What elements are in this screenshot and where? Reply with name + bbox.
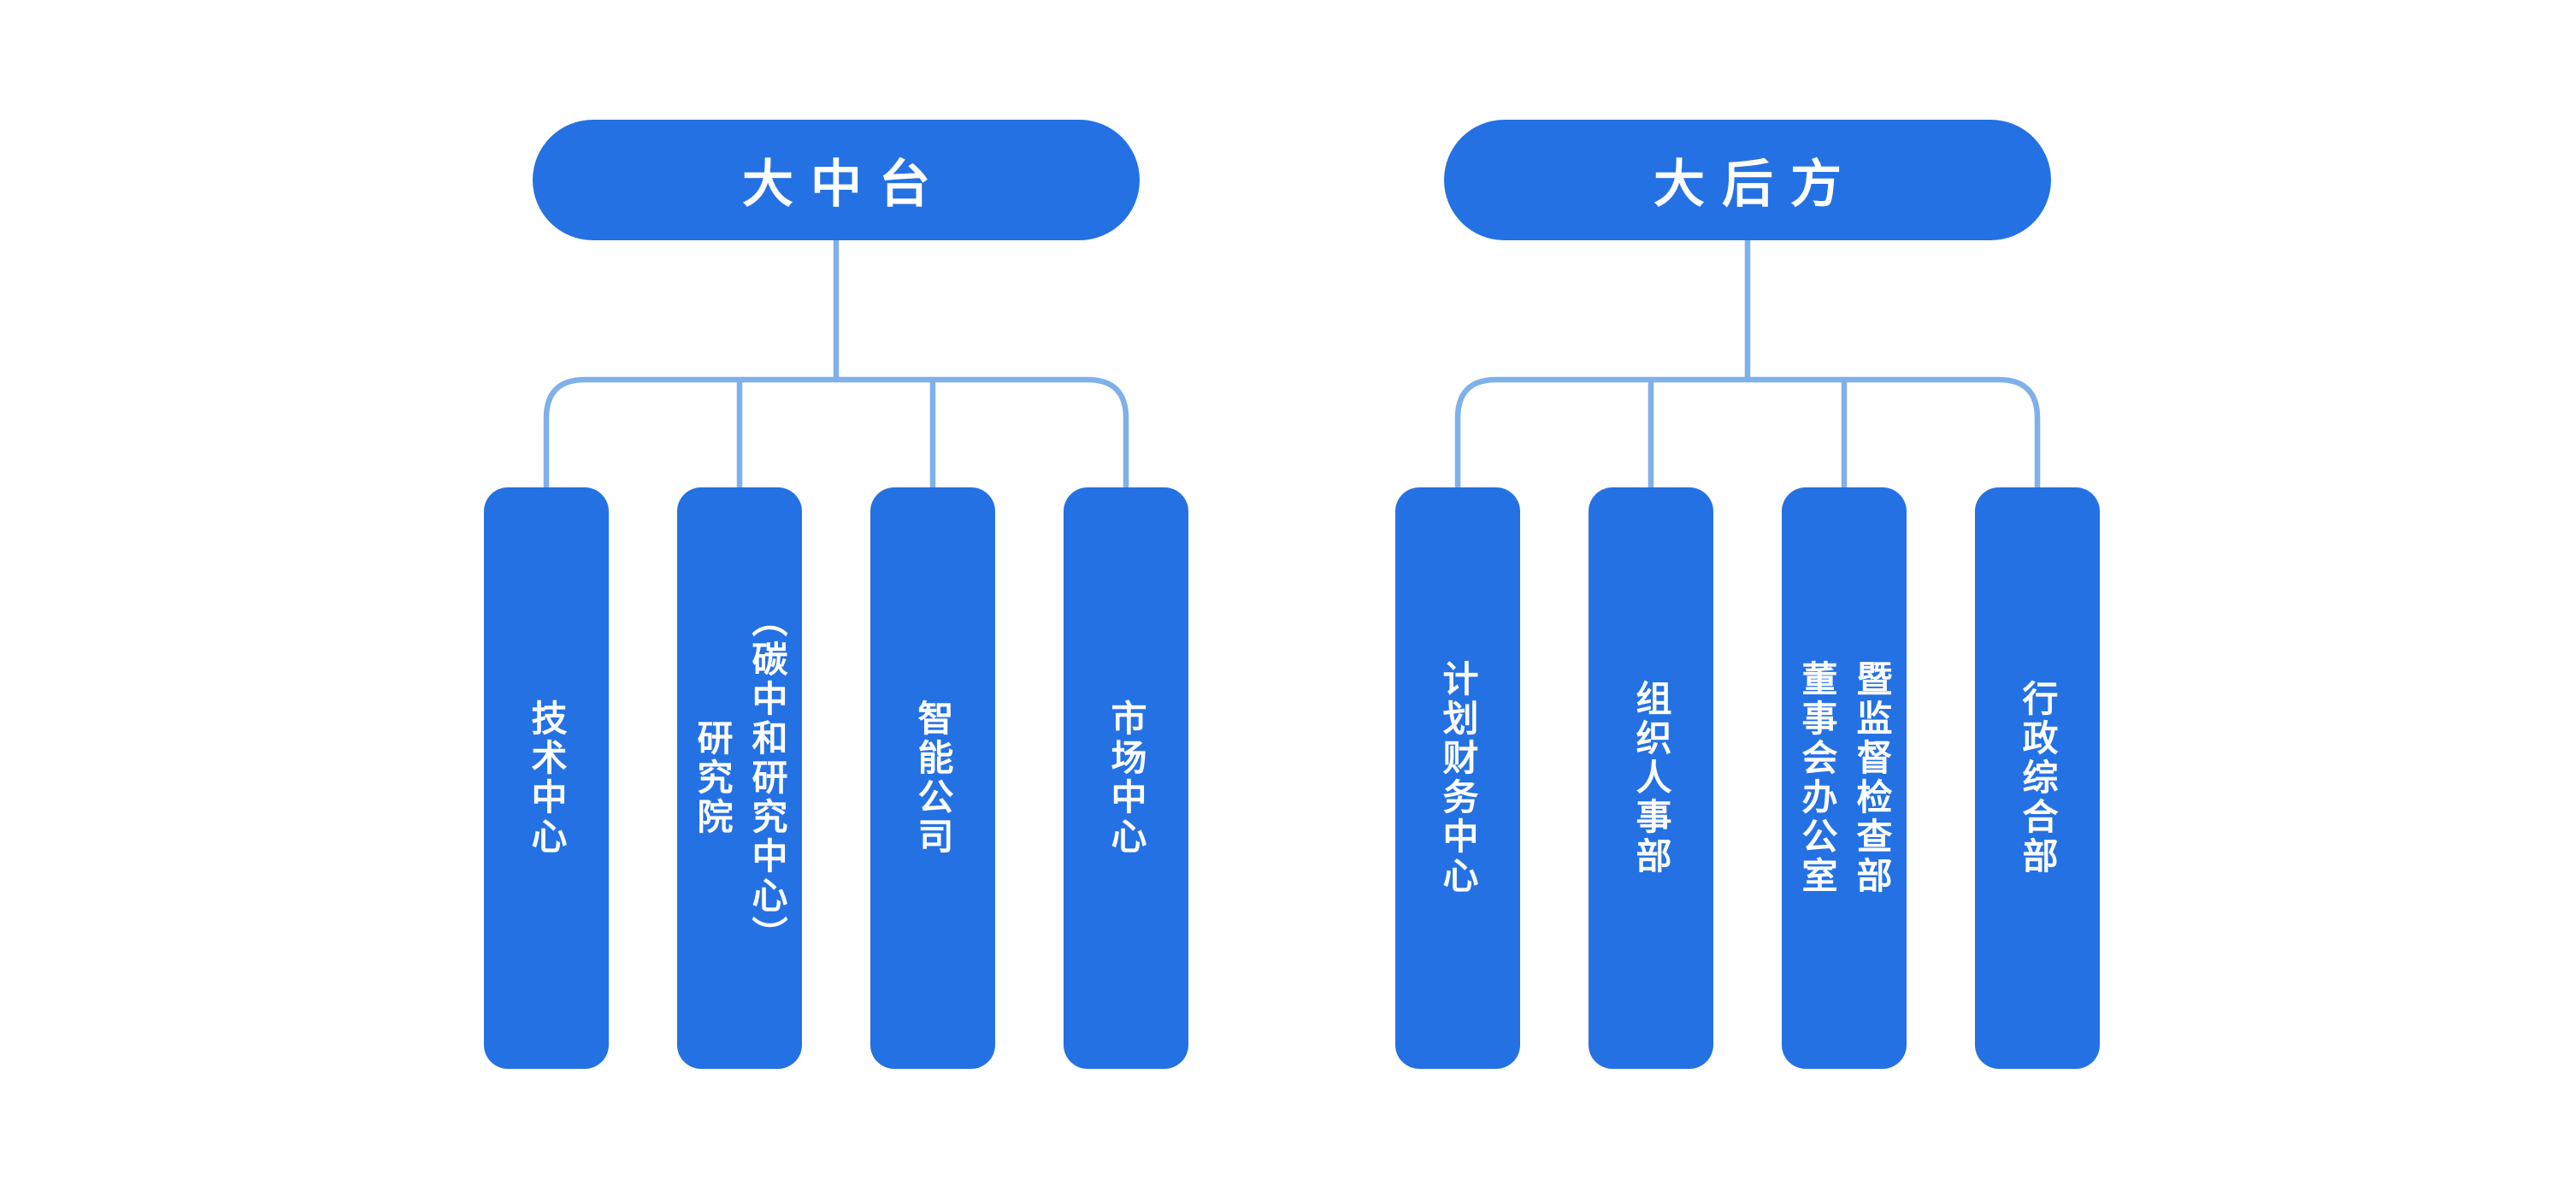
child-node-label: 行政综合部 — [2017, 680, 2059, 876]
child-node-label: 智能公司 — [912, 699, 954, 857]
child-node-label: 技术中心 — [526, 699, 568, 857]
left-root-node[interactable]: 大中台 — [533, 120, 1140, 240]
child-node-technology-center[interactable]: 技术中心 — [484, 487, 609, 1069]
child-node-planning-finance-center[interactable]: 计划财务中心 — [1395, 487, 1520, 1069]
root-node-label: 大中台 — [742, 155, 947, 215]
child-node-label: 市场中心 — [1105, 699, 1147, 857]
left-tree-connectors — [543, 238, 1129, 487]
child-node-intelligent-company[interactable]: 智能公司 — [870, 487, 995, 1069]
child-node-label: 董事会办公室 暨监督检查部 — [1796, 660, 1893, 896]
connector-bus-with-elbows — [543, 376, 1129, 487]
child-node-board-office-supervision-dept[interactable]: 董事会办公室 暨监督检查部 — [1782, 487, 1907, 1069]
right-root-node[interactable]: 大后方 — [1444, 120, 2051, 240]
connector-bus-with-elbows — [1454, 376, 2041, 487]
right-tree-connectors — [1454, 238, 2041, 487]
root-node-label: 大后方 — [1653, 155, 1859, 215]
child-node-label: 组织人事部 — [1630, 680, 1672, 876]
child-node-administrative-general-dept[interactable]: 行政综合部 — [1975, 487, 2100, 1069]
child-node-label: 计划财务中心 — [1437, 660, 1479, 896]
child-node-market-center[interactable]: 市场中心 — [1064, 487, 1188, 1069]
child-node-organization-personnel-dept[interactable]: 组织人事部 — [1589, 487, 1713, 1069]
child-node-label: 研究院 （碳中和研究中心） — [692, 601, 788, 955]
child-node-research-institute[interactable]: 研究院 （碳中和研究中心） — [677, 487, 802, 1069]
